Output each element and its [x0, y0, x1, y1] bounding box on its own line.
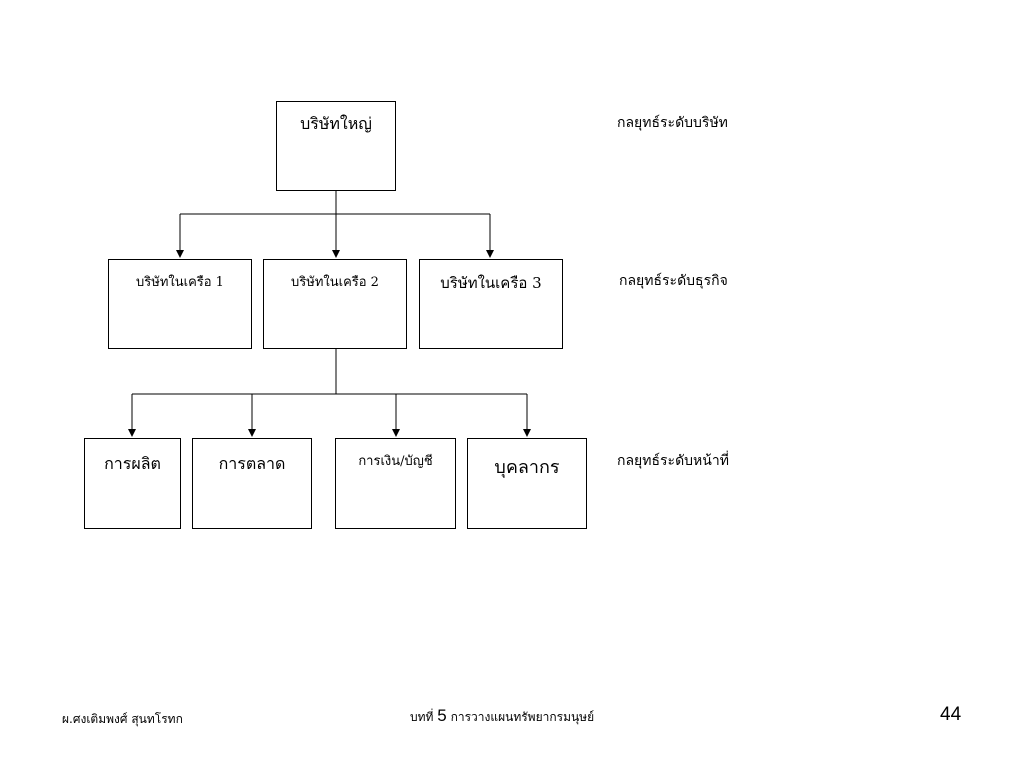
subsidiary-label-2: บริษัทในเครือ 2 — [291, 275, 379, 290]
level-label-business: กลยุทธ์ระดับธุรกิจ — [619, 273, 728, 289]
parent-company-box: บริษัทใหญ่ — [276, 101, 396, 191]
function-box-personnel: บุคลากร — [467, 438, 587, 529]
footer-author: ผ.ศงเติมพงศ์ สุนทโรทก — [62, 712, 183, 726]
footer-chapter-number: 5 — [437, 706, 447, 725]
page-number: 44 — [940, 704, 962, 725]
subsidiary-label-3: บริษัทในเครือ 3 — [440, 274, 542, 292]
function-label-production: การผลิต — [104, 454, 161, 473]
function-label-personnel: บุคลากร — [494, 457, 560, 478]
footer-chapter-title: การวางแผนทรัพยากรมนุษย์ — [450, 710, 595, 724]
parent-company-label: บริษัทใหญ่ — [300, 114, 372, 133]
subsidiary-box-1: บริษัทในเครือ 1 — [108, 259, 252, 349]
footer-chapter: บทที่ 5 การวางแผนทรัพยากรมนุษย์ — [410, 706, 594, 727]
level-label-functional: กลยุทธ์ระดับหน้าที่ — [617, 453, 729, 469]
function-box-production: การผลิต — [84, 438, 181, 529]
subsidiary-box-3: บริษัทในเครือ 3 — [419, 259, 563, 349]
level-label-corporate: กลยุทธ์ระดับบริษัท — [617, 115, 728, 131]
function-box-marketing: การตลาด — [192, 438, 312, 529]
subsidiary-label-1: บริษัทในเครือ 1 — [136, 275, 224, 290]
function-label-finance: การเงิน/บัญชี — [358, 454, 433, 469]
subsidiary-box-2: บริษัทในเครือ 2 — [263, 259, 407, 349]
function-box-finance: การเงิน/บัญชี — [335, 438, 456, 529]
footer-chapter-prefix: บทที่ — [410, 710, 434, 724]
function-label-marketing: การตลาด — [218, 454, 286, 473]
